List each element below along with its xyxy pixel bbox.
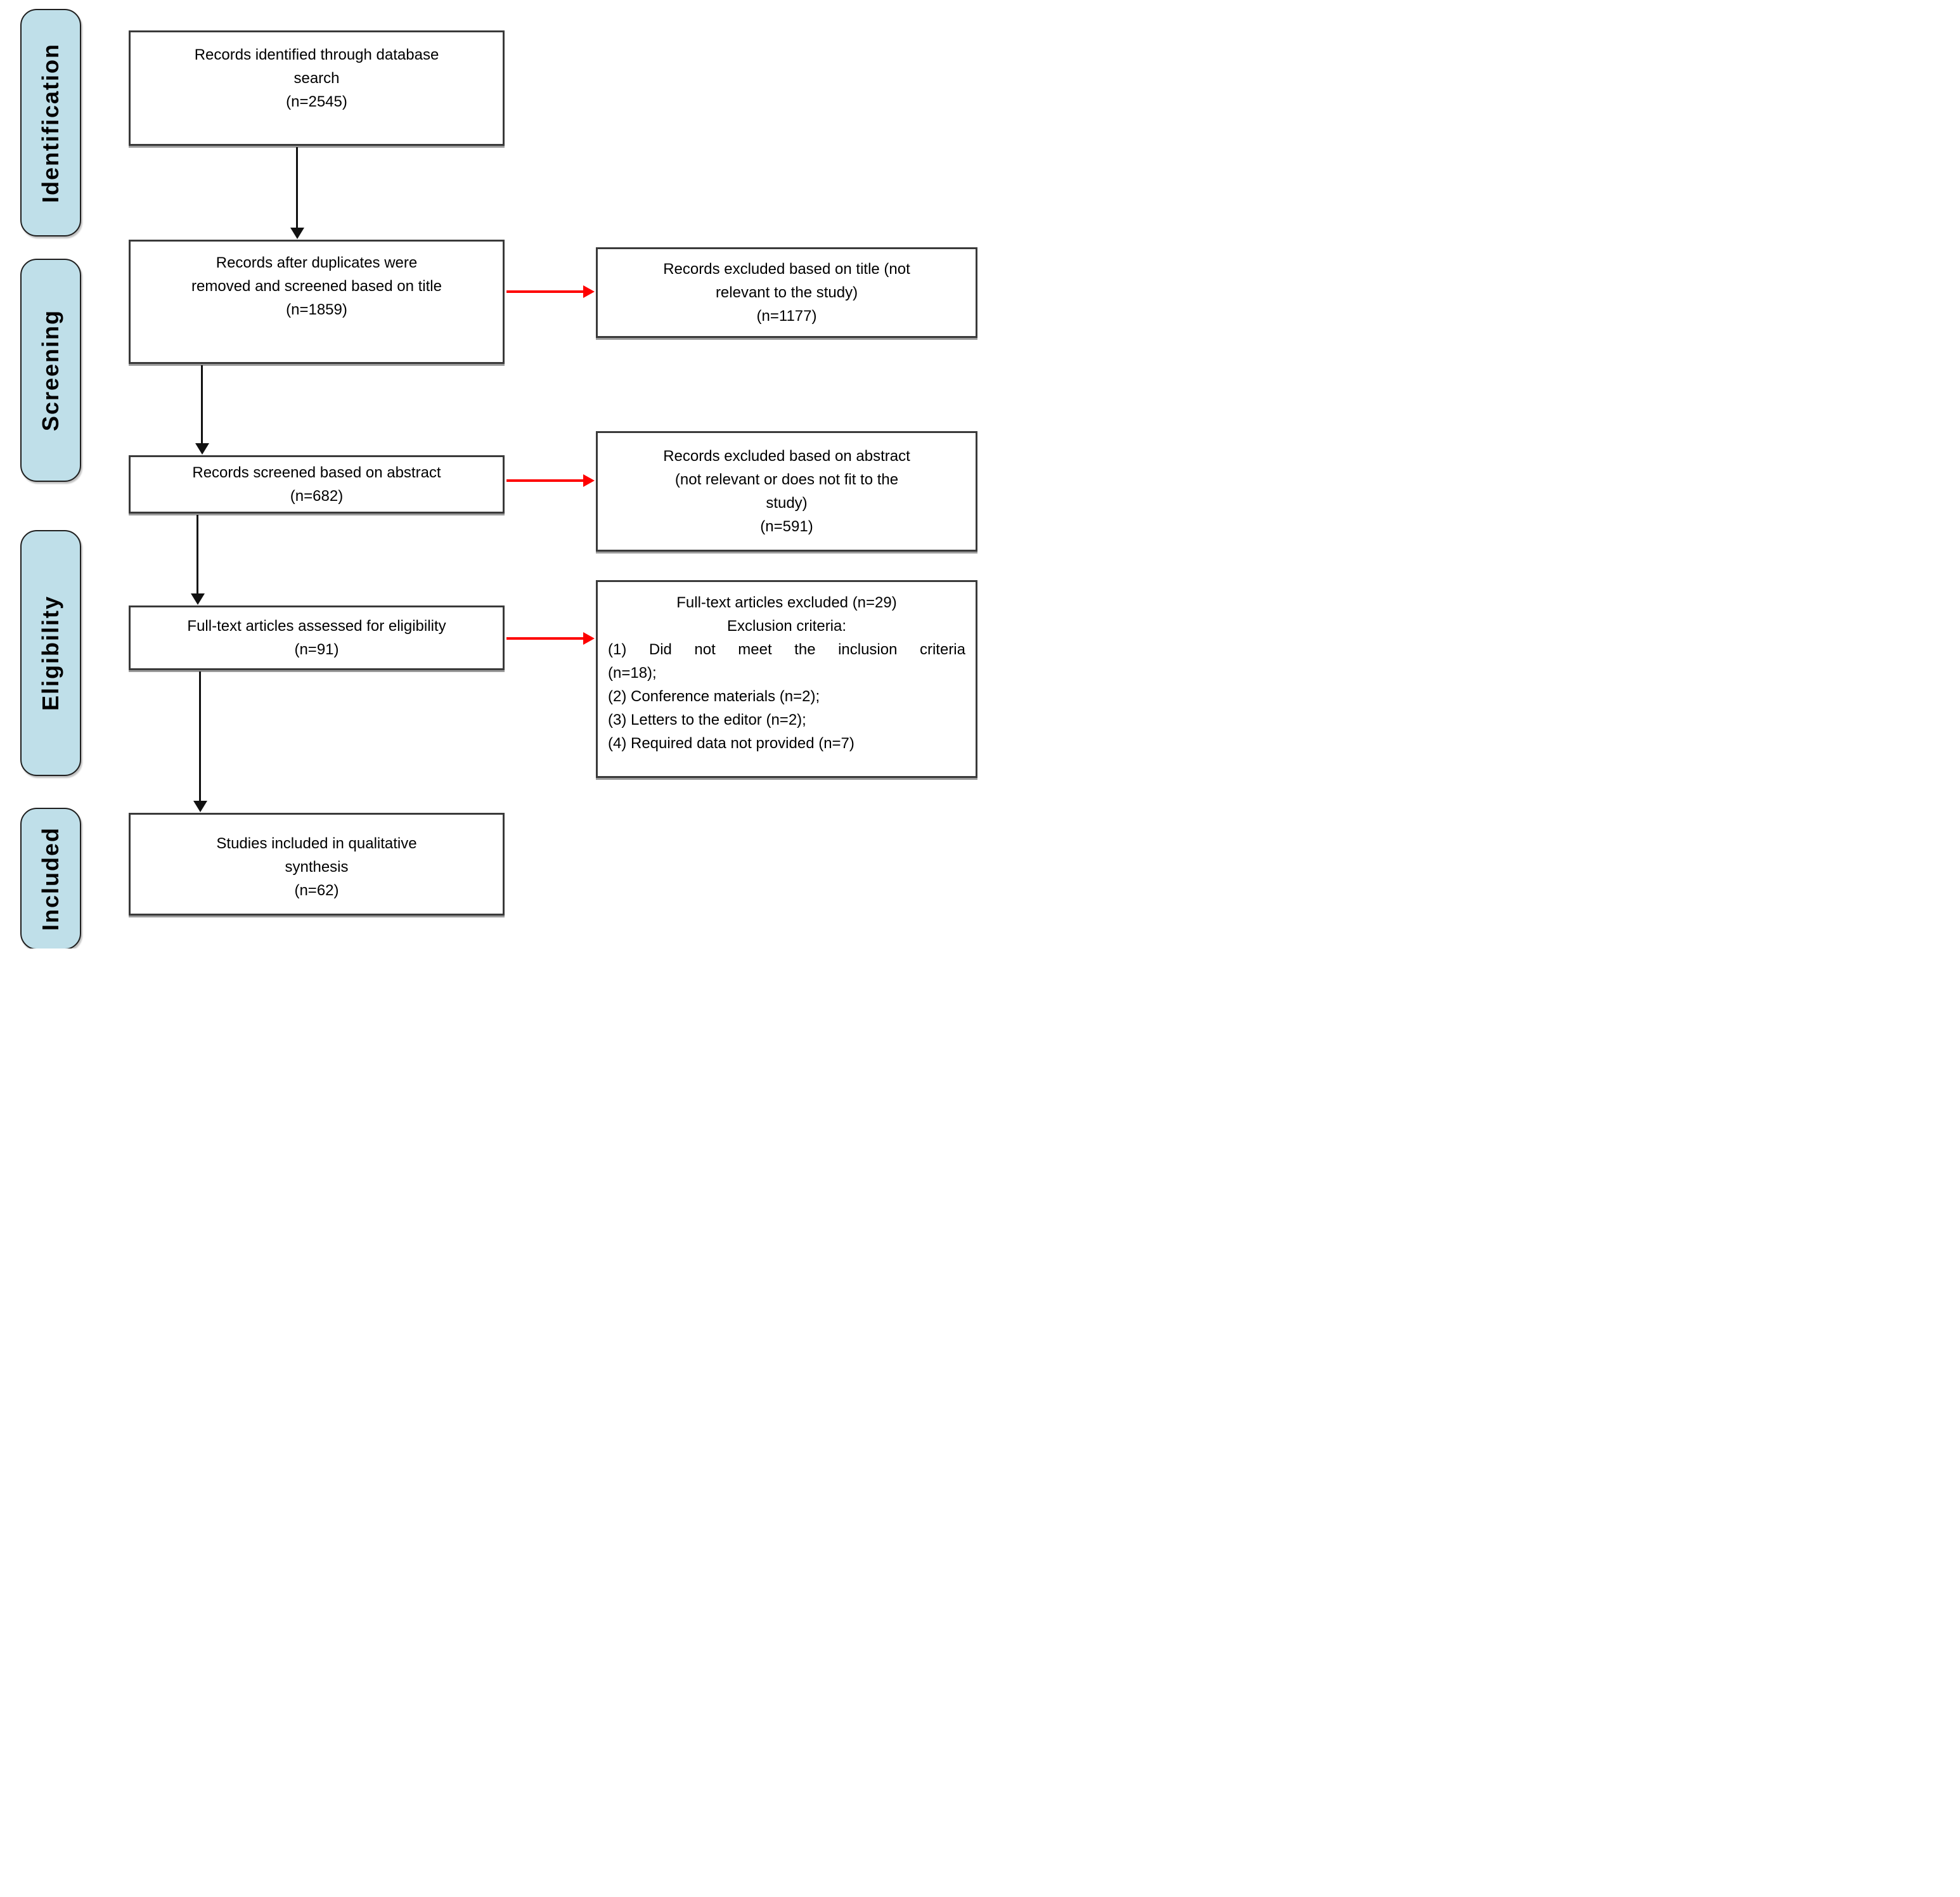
exclusion-criteria-list: (1) Did not meet the inclusion criteria … [608, 638, 965, 755]
box-line: removed and screened based on title [191, 277, 442, 295]
box-line: Full-text articles assessed for eligibil… [187, 618, 446, 635]
box-line: search [293, 69, 340, 87]
box-line: Records excluded based on abstract [663, 448, 910, 465]
arrow-down-2 [201, 365, 203, 444]
box-line: Records after duplicates were [216, 254, 418, 271]
stage-identification: Identification [20, 9, 81, 236]
box-line: study) [766, 495, 808, 512]
box-line: Full-text articles excluded (n=29) [676, 594, 897, 611]
box-count: (n=591) [760, 518, 813, 535]
box-count: (n=91) [294, 641, 339, 658]
box-excluded-fulltext: Full-text articles excluded (n=29) Exclu… [596, 580, 977, 778]
criteria-item: (1) Did not meet the inclusion criteria [608, 641, 965, 658]
box-count: (n=682) [290, 488, 344, 505]
stage-label: Screening [37, 309, 63, 432]
criteria-item: (3) Letters to the editor (n=2); [608, 711, 806, 728]
arrow-right-excluded-abstract [506, 479, 584, 482]
box-line: Records screened based on abstract [192, 464, 441, 481]
box-line: Studies included in qualitative [216, 834, 417, 852]
arrow-right-excluded-title [506, 290, 584, 293]
stage-label: Identification [37, 42, 63, 203]
box-line: Exclusion criteria: [726, 618, 847, 635]
arrow-right-excluded-fulltext [506, 637, 584, 640]
arrow-down-1 [296, 147, 298, 228]
prisma-flow-diagram: Identification Screening Eligibility Inc… [0, 0, 980, 948]
box-records-identified: Records identified through database sear… [129, 30, 505, 146]
box-excluded-title: Records excluded based on title (not rel… [596, 247, 977, 338]
criteria-item: (2) Conference materials (n=2); [608, 688, 820, 705]
box-count: (n=1177) [756, 308, 817, 325]
box-duplicates-removed: Records after duplicates were removed an… [129, 240, 505, 364]
box-included-studies: Studies included in qualitative synthesi… [129, 813, 505, 916]
box-count: (n=62) [294, 881, 339, 899]
criteria-item: (4) Required data not provided (n=7) [608, 735, 854, 752]
stage-eligibility: Eligibility [20, 530, 81, 776]
box-excluded-abstract: Records excluded based on abstract (not … [596, 431, 977, 552]
box-line: (not relevant or does not fit to the [674, 471, 899, 488]
box-line: Records identified through database [194, 46, 439, 63]
stage-label: Included [37, 826, 63, 931]
arrow-down-3 [197, 515, 198, 594]
stage-included: Included [20, 808, 81, 948]
arrow-down-4 [199, 671, 201, 801]
box-abstract-screened: Records screened based on abstract (n=68… [129, 455, 505, 514]
box-line: synthesis [285, 858, 349, 876]
box-line: relevant to the study) [715, 284, 858, 301]
box-fulltext-assessed: Full-text articles assessed for eligibil… [129, 605, 505, 670]
stage-label: Eligibility [37, 595, 63, 711]
criteria-item: (n=18); [608, 664, 657, 682]
box-line: Records excluded based on title (not [663, 261, 910, 278]
box-count: (n=1859) [286, 301, 347, 318]
stage-screening: Screening [20, 259, 81, 482]
box-count: (n=2545) [286, 93, 347, 110]
